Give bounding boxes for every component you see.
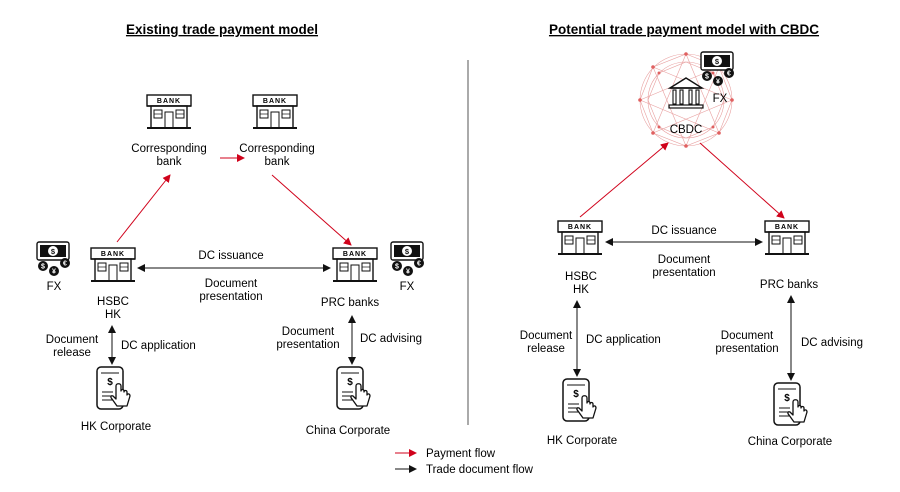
label-fx-cbdc: FX bbox=[713, 93, 728, 105]
bank-icon-corresponding-1: BANK bbox=[146, 94, 192, 129]
legend-trade-document-flow: Trade document flow bbox=[426, 464, 534, 476]
title-cbdc-model: Potential trade payment model with CBDC bbox=[549, 22, 819, 37]
title-existing-model: Existing trade payment model bbox=[126, 22, 318, 37]
label-prc-banks-cbdc: PRC banks bbox=[760, 279, 818, 291]
label-fx-left: FX bbox=[47, 281, 62, 293]
label-fx-right: FX bbox=[400, 281, 415, 293]
label-hk-corporate: HK Corporate bbox=[81, 421, 151, 433]
bank-icon-hsbc: BANK bbox=[90, 247, 136, 282]
svg-text:BANK: BANK bbox=[101, 251, 125, 258]
label-china-corporate: China Corporate bbox=[306, 425, 390, 437]
label-prc-banks: PRC banks bbox=[321, 297, 379, 309]
bank-icon-prc: BANK bbox=[332, 247, 378, 282]
payment-arrow-corr2-to-prc bbox=[271, 174, 352, 246]
label-dc-application: DC application bbox=[121, 340, 196, 352]
svg-text:BANK: BANK bbox=[263, 98, 287, 105]
svg-text:BANK: BANK bbox=[343, 251, 367, 258]
bank-icon-corresponding-2: BANK bbox=[252, 94, 298, 129]
label-china-corporate-cbdc: China Corporate bbox=[748, 436, 832, 448]
payment-arrow-hsbc-to-cbdc bbox=[579, 142, 669, 218]
phone-icon-china bbox=[336, 366, 371, 410]
svg-text:BANK: BANK bbox=[157, 98, 181, 105]
legend: Payment flow Trade document flow bbox=[395, 448, 534, 476]
phone-icon-china-cbdc bbox=[773, 382, 808, 426]
label-dc-advising: DC advising bbox=[360, 333, 422, 345]
label-dc-issuance: DC issuance bbox=[198, 250, 263, 262]
label-hk-corporate-cbdc: HK Corporate bbox=[547, 435, 617, 447]
phone-icon-hk-cbdc bbox=[562, 378, 597, 422]
fx-icon-cbdc bbox=[700, 51, 735, 87]
label-dc-application-cbdc: DC application bbox=[586, 334, 661, 346]
fx-icon-right bbox=[390, 241, 425, 277]
svg-text:BANK: BANK bbox=[775, 224, 799, 231]
svg-text:BANK: BANK bbox=[568, 224, 592, 231]
legend-payment-flow: Payment flow bbox=[426, 448, 496, 460]
central-bank-icon bbox=[667, 77, 705, 109]
fx-icon-left bbox=[36, 241, 71, 277]
label-dc-issuance-cbdc: DC issuance bbox=[651, 225, 716, 237]
payment-arrow-hsbc-to-corr1 bbox=[116, 174, 171, 243]
payment-arrow-cbdc-to-prc bbox=[699, 142, 785, 219]
bank-icon-prc-cbdc: BANK bbox=[764, 220, 810, 255]
label-cbdc: CBDC bbox=[670, 124, 703, 136]
bank-icon-hsbc-cbdc: BANK bbox=[557, 220, 603, 255]
label-dc-advising-cbdc: DC advising bbox=[801, 337, 863, 349]
phone-icon-hk bbox=[96, 366, 131, 410]
